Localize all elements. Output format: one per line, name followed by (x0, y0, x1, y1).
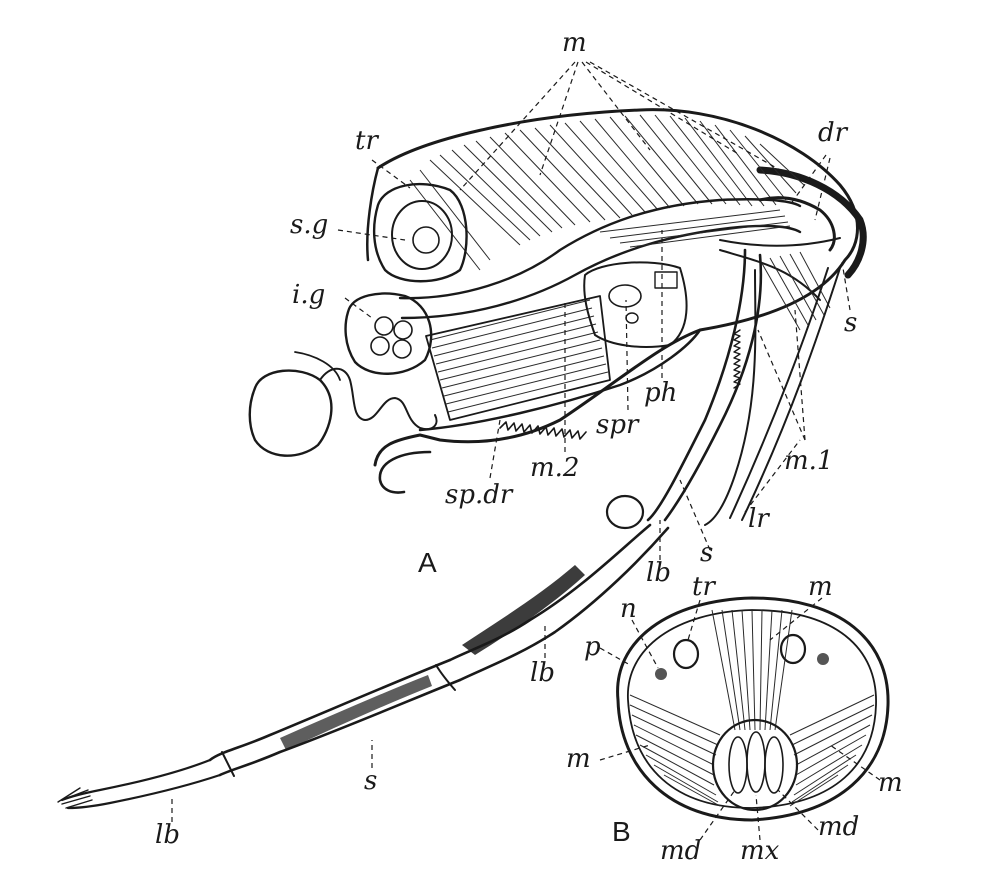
label-lb-tip: lb (155, 820, 180, 850)
label-pharynx: ph (644, 378, 678, 408)
gland-duct-and-sac (248, 351, 438, 457)
label-muscle-m2: m.2 (530, 453, 580, 483)
label-labrum: lr (748, 504, 769, 534)
label-trachea-b: tr (692, 572, 715, 602)
label-p: p (584, 632, 601, 662)
salivary-gland (372, 182, 468, 283)
label-muscle-b-left: m (566, 744, 591, 774)
cross-section-b (616, 596, 890, 822)
label-salivary-pump: spr (596, 410, 639, 440)
label-s-upper: s (844, 308, 858, 338)
label-nerve: n (620, 594, 637, 624)
proboscis-shafts (605, 248, 841, 530)
label-ganglion: i.g (292, 280, 326, 310)
figure-letter-a: A (418, 547, 437, 578)
label-maxilla: mx (740, 836, 780, 866)
leader-lines-b (599, 597, 881, 841)
label-muscle-b-top: m (808, 572, 833, 602)
duct-apex (719, 196, 841, 331)
label-lb-mid: lb (646, 558, 671, 588)
leader-lines-a (171, 61, 851, 822)
label-salivary-gland: s.g (290, 210, 329, 240)
label-mandible-right: md (818, 812, 860, 842)
labium-segments (57, 523, 670, 810)
dorsal-muscle-bundles (409, 114, 805, 271)
label-m-muscles: m (562, 28, 587, 58)
label-dr-duct: dr (818, 118, 848, 148)
label-mandible-left: md (660, 836, 702, 866)
label-lb-low: lb (530, 658, 555, 688)
figure-letter-b: B (612, 816, 631, 847)
label-tr-trachea: tr (355, 126, 378, 156)
label-muscle-m1: m.1 (784, 446, 834, 476)
head-capsule (366, 108, 867, 494)
label-salivary-duct: sp.dr (445, 480, 513, 510)
label-muscle-b-right: m (878, 768, 903, 798)
label-s-low: s (364, 766, 378, 796)
infra-oesophageal-ganglion (344, 292, 433, 375)
salivary-pump (583, 261, 688, 348)
label-s-mid: s (700, 538, 714, 568)
ventral-muscle-bundles (425, 295, 611, 421)
